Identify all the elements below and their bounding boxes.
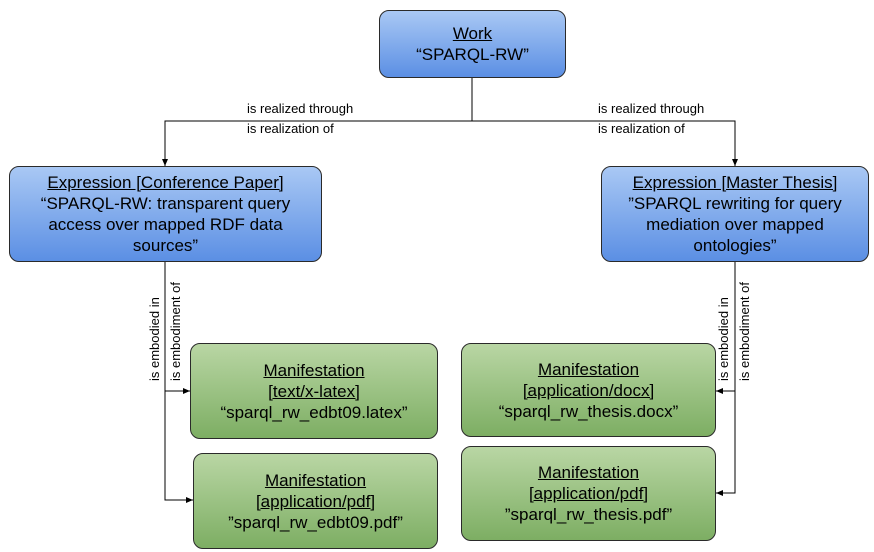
work-title: “SPARQL-RW” bbox=[416, 45, 529, 64]
manifestation-latex-title: “sparql_rw_edbt09.latex” bbox=[220, 402, 408, 422]
manifestation-docx-type: Manifestation bbox=[537, 359, 640, 379]
label-is-realization-of-left: is realization of bbox=[247, 121, 334, 136]
label-is-embodiment-of-right: is embodiment of bbox=[737, 282, 752, 381]
expression-thesis-node[interactable]: Expression [Master Thesis] ”SPARQL rewri… bbox=[601, 166, 869, 262]
edge-to-thesis-expression bbox=[472, 120, 738, 166]
expression-conference-type: Expression [Conference Paper] bbox=[47, 173, 284, 192]
expression-conference-node[interactable]: Expression [Conference Paper] “SPARQL-RW… bbox=[9, 166, 322, 262]
manifestation-pdf-thesis-title: ”sparql_rw_thesis.pdf” bbox=[504, 505, 673, 524]
label-is-embodiment-of-left: is embodiment of bbox=[168, 282, 183, 381]
manifestation-pdf-thesis-node[interactable]: Manifestation [application/pdf] ”sparql_… bbox=[461, 446, 716, 541]
label-is-embodied-in-right: is embodied in bbox=[716, 297, 731, 381]
work-node[interactable]: Work “SPARQL-RW” bbox=[379, 10, 566, 78]
manifestation-docx-node[interactable]: Manifestation [application/docx] “sparql… bbox=[461, 343, 716, 437]
manifestation-pdf-conference-type: Manifestation bbox=[264, 470, 367, 490]
manifestation-latex-node[interactable]: Manifestation [text/x-latex] “sparql_rw_… bbox=[190, 343, 438, 439]
edge-to-pdf-thesis-manifestation bbox=[716, 391, 736, 496]
label-is-realized-through-right: is realized through bbox=[598, 101, 705, 116]
work-type: Work bbox=[452, 24, 493, 43]
expression-conference-title: “SPARQL-RW: transparent query access ove… bbox=[40, 194, 291, 255]
manifestation-pdf-thesis-format: [application/pdf] bbox=[528, 484, 649, 503]
manifestation-pdf-thesis-type: Manifestation bbox=[537, 463, 640, 482]
label-is-realization-of-right: is realization of bbox=[598, 121, 685, 136]
expression-thesis-title: ”SPARQL rewriting for query mediation ov… bbox=[628, 194, 842, 255]
manifestation-pdf-conference-format: [application/pdf] bbox=[255, 491, 376, 511]
expression-thesis-type: Expression [Master Thesis] bbox=[632, 173, 838, 192]
manifestation-pdf-conference-title: ”sparql_rw_edbt09.pdf” bbox=[228, 512, 403, 532]
manifestation-pdf-conference-node[interactable]: Manifestation [application/pdf] ”sparql_… bbox=[193, 453, 438, 549]
label-is-realized-through-left: is realized through bbox=[247, 101, 354, 116]
manifestation-latex-format: [text/x-latex] bbox=[268, 381, 360, 401]
manifestation-docx-format: [application/docx] bbox=[522, 380, 655, 400]
manifestation-docx-title: “sparql_rw_thesis.docx” bbox=[498, 401, 679, 421]
label-is-embodied-in-left: is embodied in bbox=[147, 297, 162, 381]
manifestation-latex-type: Manifestation bbox=[263, 360, 365, 380]
edge-to-pdf-conference-manifestation bbox=[164, 391, 193, 503]
edge-to-conference-expression bbox=[162, 120, 472, 166]
